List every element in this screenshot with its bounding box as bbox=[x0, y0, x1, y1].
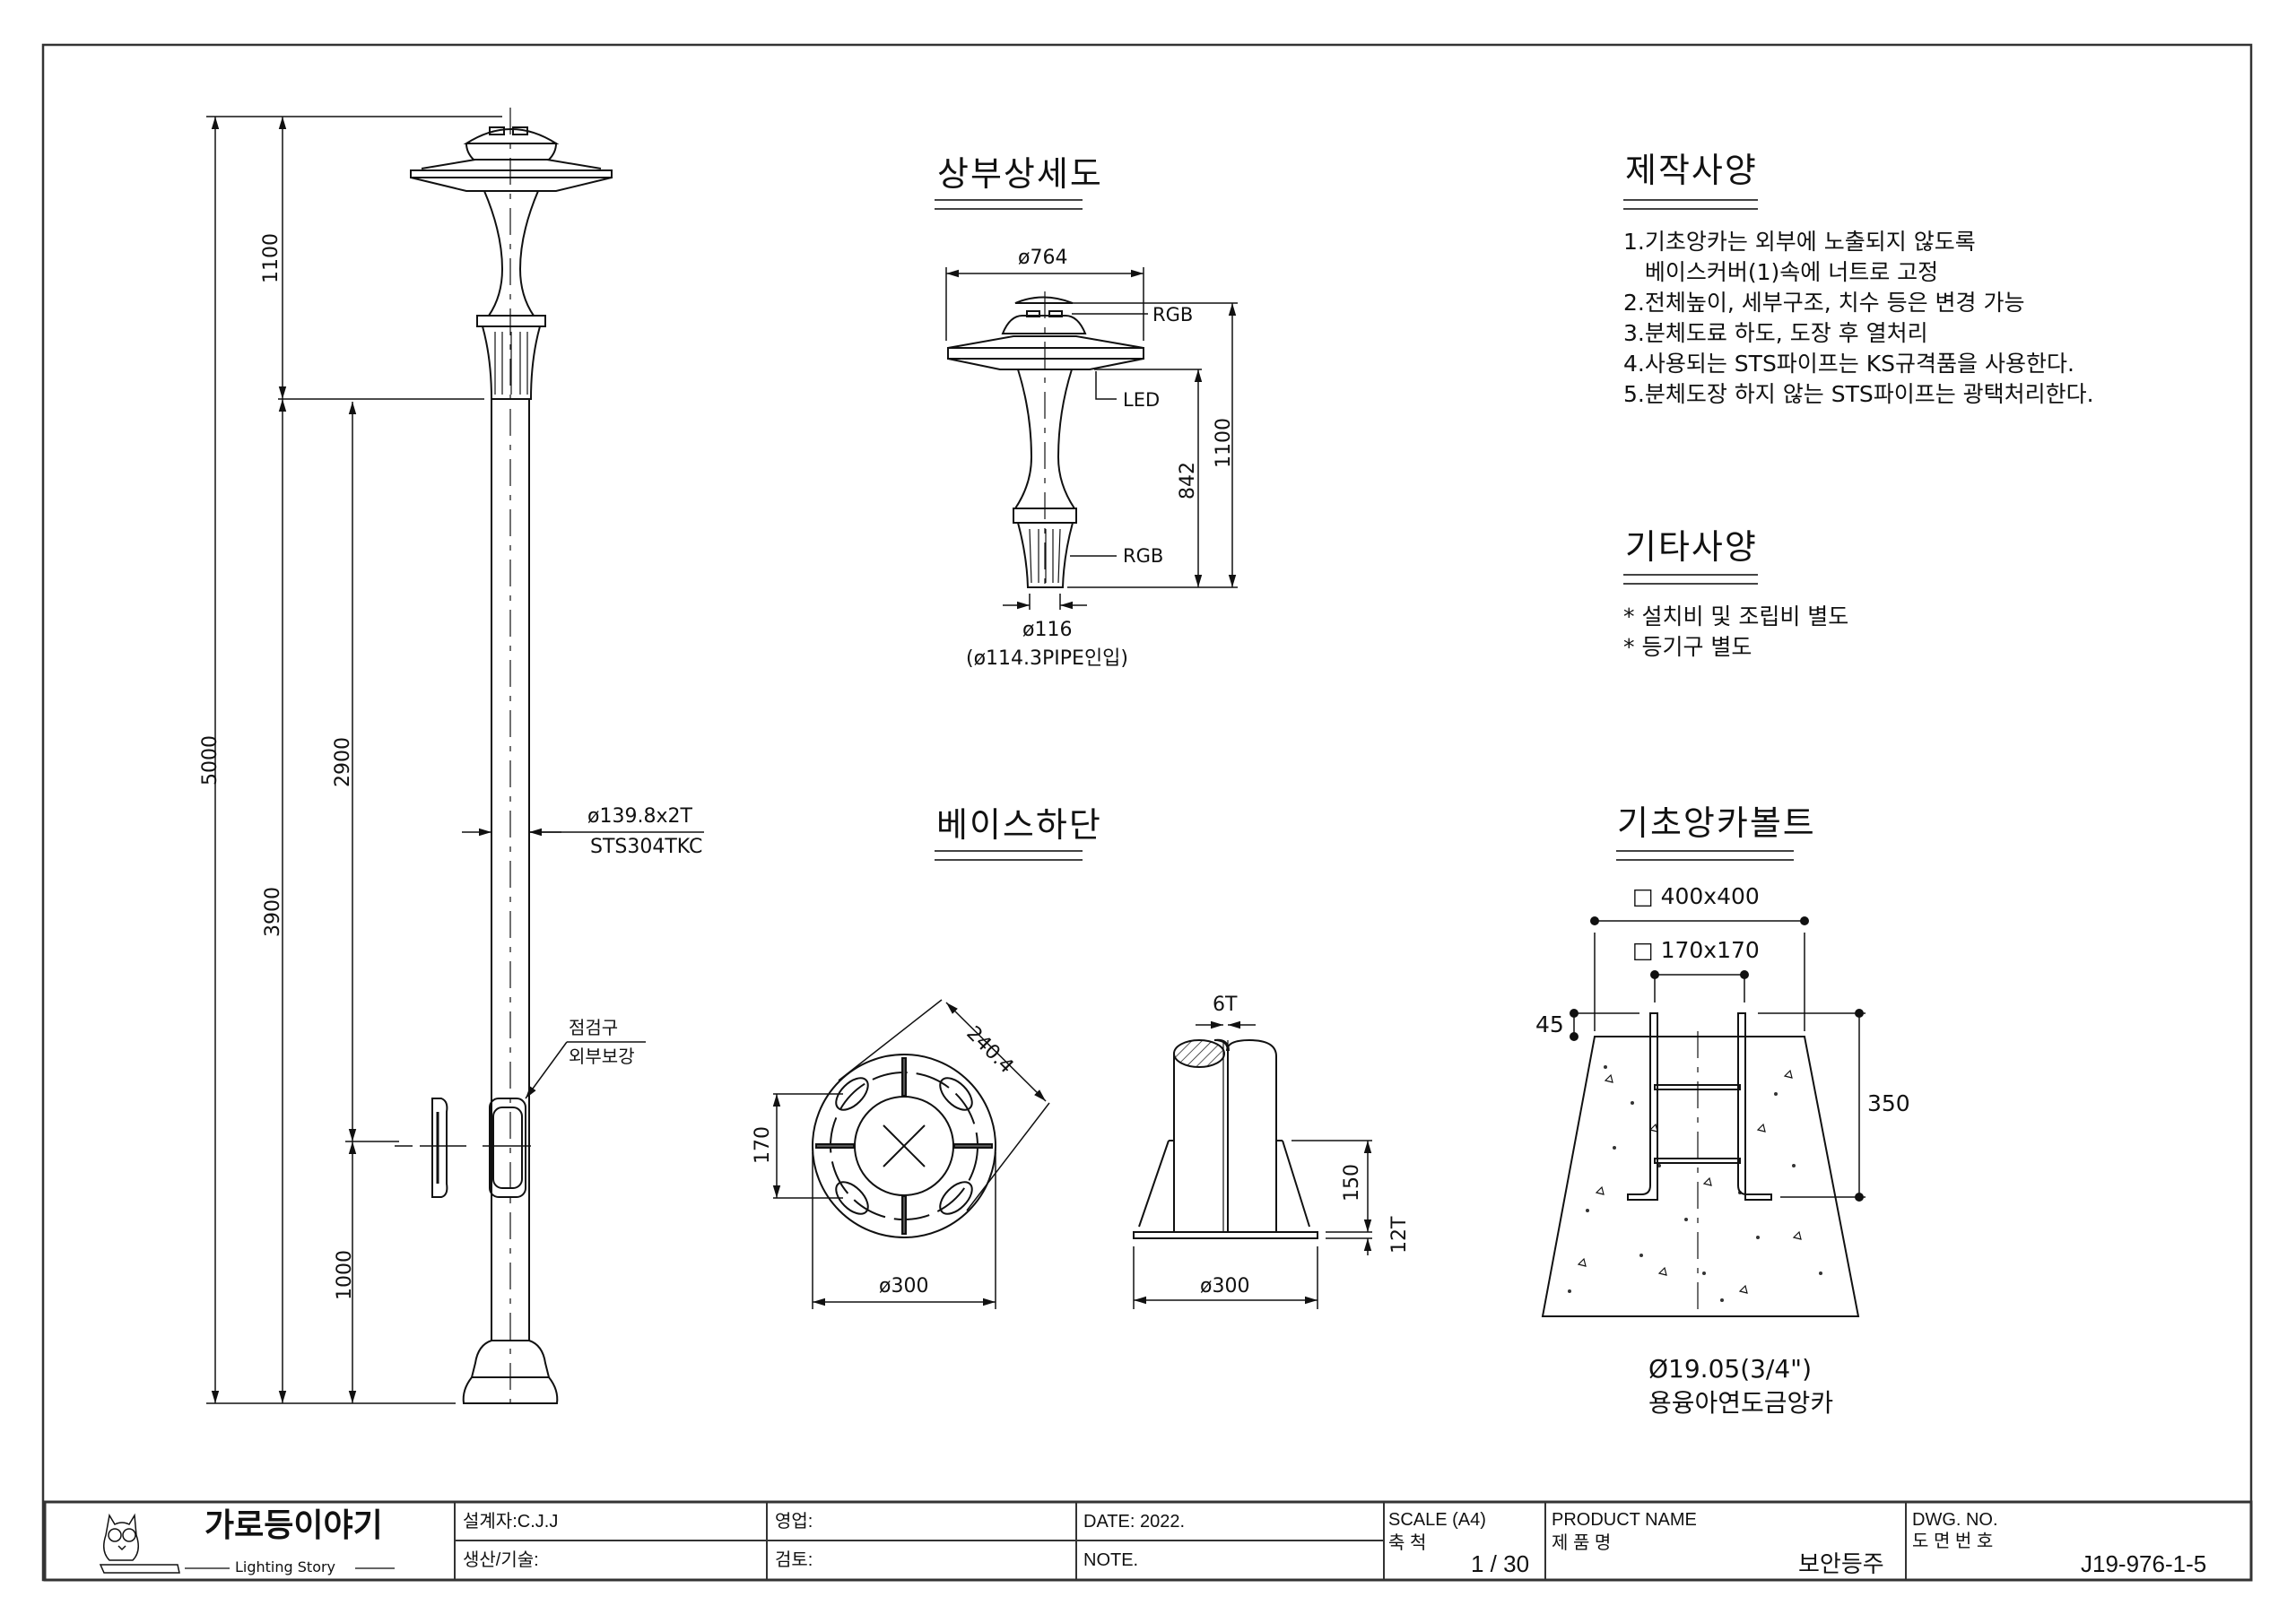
dim-842: 842 bbox=[1177, 462, 1199, 499]
bolt-description: 용융아연도금앙카 bbox=[1648, 1388, 1834, 1418]
anchor-outer-size: □ 400x400 bbox=[1632, 883, 1760, 909]
dim-45: 45 bbox=[1535, 1011, 1564, 1037]
label-rgb-bottom: RGB bbox=[1123, 545, 1164, 567]
specs-title: 제작사양 bbox=[1625, 151, 1758, 190]
label-led: LED bbox=[1123, 389, 1161, 411]
sales-field: 영업: bbox=[775, 1512, 813, 1532]
pole-elevation bbox=[206, 108, 704, 1408]
base-bottom-title: 베이스하단 bbox=[936, 805, 1102, 845]
title-underline bbox=[1623, 199, 1758, 210]
pipe-material: STS304TKC bbox=[590, 836, 703, 858]
pipe-diameter: ø116 bbox=[1022, 619, 1073, 641]
dim-side-diameter: ø300 bbox=[1200, 1275, 1250, 1298]
dim-head-height: 1100 bbox=[260, 233, 283, 283]
scale-label: SCALE (A4) bbox=[1388, 1510, 1486, 1530]
bolt-spec: Ø19.05(3/4") bbox=[1648, 1354, 1812, 1384]
owl-logo-icon bbox=[99, 1513, 180, 1574]
other-specs-title: 기타사양 bbox=[1625, 527, 1758, 567]
drawing-number-label-kr: 도 면 번 호 bbox=[1912, 1532, 1994, 1551]
title-underline bbox=[935, 850, 1083, 861]
label-rgb-top: RGB bbox=[1152, 304, 1194, 325]
pipe-note: (ø114.3PIPE인입) bbox=[966, 647, 1129, 670]
title-underline bbox=[935, 199, 1083, 210]
note-field: NOTE. bbox=[1083, 1550, 1139, 1570]
anchor-bolt-view bbox=[1541, 916, 1866, 1318]
product-name-value: 보안등주 bbox=[1798, 1550, 1884, 1577]
dim-3900: 3900 bbox=[262, 887, 284, 937]
dim-2900: 2900 bbox=[332, 737, 354, 787]
spec-item-3: 3.분체도료 하도, 도장 후 열처리 bbox=[1623, 320, 1928, 346]
spec-item-2: 2.전체높이, 세부구조, 치수 등은 변경 가능 bbox=[1623, 290, 2025, 316]
spec-item-1b: 베이스커버(1)속에 너트로 고정 bbox=[1623, 259, 1939, 285]
base-side-view bbox=[1133, 1020, 1372, 1309]
base-plate-plan bbox=[772, 999, 1050, 1309]
title-underline bbox=[1616, 850, 1794, 861]
designer-field: 설계자:C.J.J bbox=[463, 1512, 559, 1532]
hatch-reinforce-label: 외부보강 bbox=[569, 1046, 635, 1067]
other-spec-item-1: * 설치비 및 조립비 별도 bbox=[1623, 603, 1849, 629]
scale-value: 1 / 30 bbox=[1471, 1550, 1530, 1577]
product-name-label-kr: 제 품 명 bbox=[1552, 1533, 1612, 1553]
hatch-label: 점검구 bbox=[569, 1017, 619, 1038]
scale-label-kr: 축 척 bbox=[1388, 1533, 1427, 1553]
drawing-number-value: J19-976-1-5 bbox=[2081, 1550, 2207, 1577]
dim-12t: 12T bbox=[1388, 1216, 1411, 1254]
product-name-label: PRODUCT NAME bbox=[1552, 1510, 1697, 1530]
drawing-number-label: DWG. NO. bbox=[1912, 1510, 1998, 1530]
dim-1000: 1000 bbox=[334, 1250, 356, 1300]
dim-150: 150 bbox=[1341, 1164, 1363, 1202]
anchor-inner-size: □ 170x170 bbox=[1632, 937, 1760, 963]
dim-350: 350 bbox=[1867, 1090, 1910, 1116]
title-underline bbox=[1623, 574, 1758, 585]
top-detail-title: 상부상세도 bbox=[937, 154, 1103, 194]
spec-item-1: 1.기초앙카는 외부에 노출되지 않도록 bbox=[1623, 229, 1976, 255]
dim-170-plate: 170 bbox=[752, 1126, 774, 1164]
anchor-title: 기초앙카볼트 bbox=[1617, 803, 1816, 843]
company-logo-sub: Lighting Story bbox=[235, 1558, 336, 1575]
production-field: 생산/기술: bbox=[463, 1550, 539, 1570]
top-detail-view bbox=[945, 267, 1238, 610]
dim-total-height: 5000 bbox=[199, 735, 222, 785]
title-block-grid bbox=[43, 1500, 2253, 1582]
dim-1100-detail: 1100 bbox=[1213, 418, 1235, 468]
review-field: 검토: bbox=[775, 1550, 813, 1570]
spec-item-4: 4.사용되는 STS파이프는 KS규격품을 사용한다. bbox=[1623, 351, 2074, 377]
spec-item-5: 5.분체도장 하지 않는 STS파이프는 광택처리한다. bbox=[1623, 381, 2094, 407]
pipe-spec: ø139.8x2T bbox=[587, 805, 692, 828]
dim-head-diameter: ø764 bbox=[1018, 247, 1068, 269]
dim-6t: 6T bbox=[1213, 994, 1238, 1016]
dim-plate-diameter: ø300 bbox=[879, 1275, 929, 1298]
company-logo-name: 가로등이야기 bbox=[204, 1507, 383, 1544]
other-spec-item-2: * 등기구 별도 bbox=[1623, 634, 1752, 660]
date-field: DATE: 2022. bbox=[1083, 1512, 1186, 1532]
